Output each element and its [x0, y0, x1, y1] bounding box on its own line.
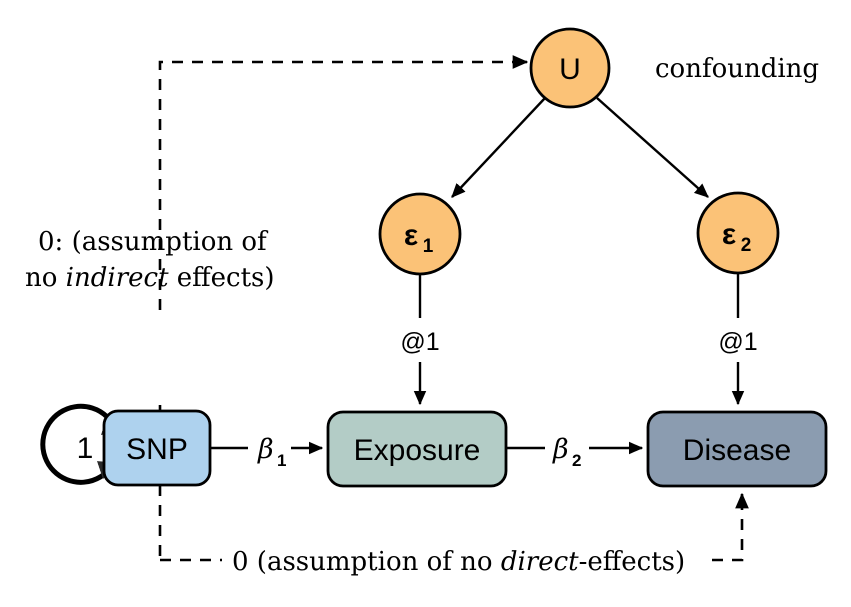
indirect-dashed-line	[158, 60, 520, 310]
node-u-shape[interactable]	[529, 27, 611, 109]
node-disease-label: Disease	[683, 434, 791, 467]
indirect-label-line2: no indirect effects)	[25, 263, 275, 293]
node-eps2-shape[interactable]	[696, 191, 780, 275]
direct-label-emphasis: direct	[501, 547, 579, 577]
self-loop-arc	[40, 403, 119, 485]
edge-u-to-eps1	[451, 97, 546, 198]
edge-label-at1-exposure: @1	[400, 328, 439, 356]
edge-u-to-eps2	[596, 97, 709, 198]
beta2-subscript: 2	[572, 451, 581, 470]
node-exposure-label: Exposure	[354, 434, 481, 467]
node-snp[interactable]: SNP	[102, 409, 212, 487]
node-eps2-label: ε	[722, 218, 736, 251]
indirect-line2-post: effects)	[169, 263, 275, 293]
node-u-label: U	[559, 53, 581, 86]
direct-label-post: -effects)	[579, 547, 686, 577]
node-eps1-subscript: 1	[423, 236, 434, 257]
node-snp-label: SNP	[126, 433, 188, 466]
direct-label-pre: 0 (assumption of no	[232, 547, 501, 577]
self-loop-label: 1	[77, 432, 94, 465]
node-eps2-subscript: 2	[741, 235, 752, 256]
node-disease[interactable]: Disease	[646, 410, 828, 488]
indirect-line2-emphasis: indirect	[66, 263, 169, 293]
beta2-symbol: β	[552, 434, 569, 465]
indirect-assumption-label: 0: (assumption of no indirect effects)	[25, 227, 275, 293]
indirect-line2-pre: no	[25, 263, 66, 293]
direct-dashed-right	[712, 505, 744, 562]
node-disease-shape[interactable]	[646, 410, 828, 488]
beta1-symbol: β	[257, 434, 274, 465]
node-eps2[interactable]: ε 2	[696, 191, 780, 275]
direct-assumption-label: 0 (assumption of no direct-effects)	[232, 547, 685, 577]
confounding-label: confounding	[655, 54, 819, 84]
node-eps1-label: ε	[404, 219, 418, 252]
node-eps1-shape[interactable]	[378, 192, 462, 276]
indirect-label-line1: 0: (assumption of	[38, 227, 269, 257]
node-exposure[interactable]: Exposure	[326, 410, 508, 488]
beta1-subscript: 1	[277, 451, 286, 470]
edge-label-at1-disease: @1	[718, 328, 757, 356]
node-eps1[interactable]: ε 1	[378, 192, 462, 276]
direct-assumption-path	[160, 492, 749, 562]
edge-label-beta1: β 1	[257, 434, 286, 470]
node-exposure-shape[interactable]	[326, 410, 508, 488]
node-u[interactable]: U	[529, 27, 611, 109]
node-snp-shape[interactable]	[102, 409, 212, 487]
edge-label-beta2: β 2	[552, 434, 581, 470]
